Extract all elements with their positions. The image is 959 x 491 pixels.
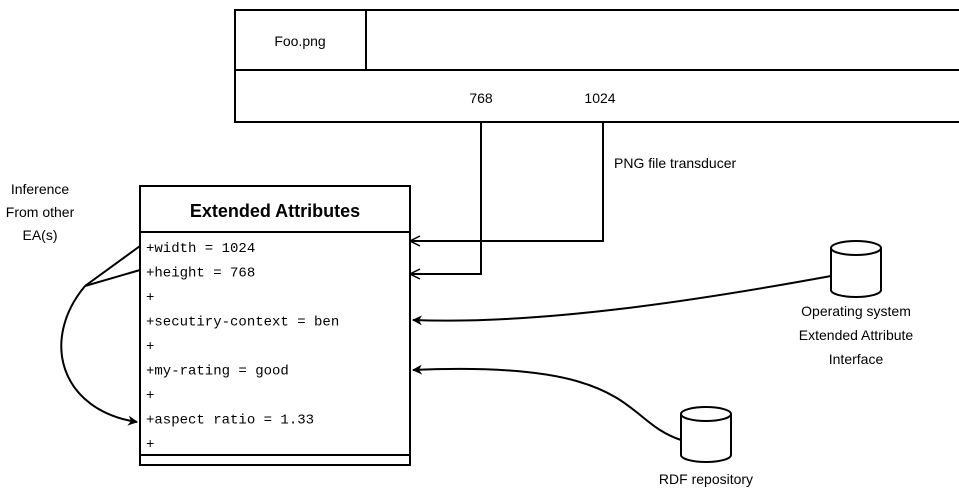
file-width-value: 1024 <box>584 90 615 106</box>
attribute-row: +aspect ratio = 1.33 <box>146 413 314 429</box>
transducer-label: PNG file transducer <box>614 155 736 171</box>
os-database-icon <box>830 240 882 298</box>
attribute-row: +height = 768 <box>146 266 255 282</box>
inference-arrows <box>60 245 141 426</box>
transducer-connectors: PNG file transducer <box>410 122 736 274</box>
attribute-row: + <box>146 388 154 404</box>
attributes-title: Extended Attributes <box>190 201 360 221</box>
attribute-row: +secutiry-context = ben <box>146 315 339 331</box>
inference-link-height <box>84 269 141 287</box>
extended-attributes-box: Extended Attributes +width = 1024 +height… <box>139 185 411 466</box>
file-tab <box>234 9 959 70</box>
width-connector <box>410 122 604 241</box>
attribute-row: + <box>146 290 154 306</box>
os-to-security-context-arrow <box>412 275 832 326</box>
os-label-line-1: Operating system <box>801 303 911 319</box>
os-ea-interface: Operating system Extended Attribute Inte… <box>412 240 914 367</box>
inference-line-2: From other <box>6 204 75 220</box>
attribute-row: + <box>146 437 154 453</box>
os-label-line-3: Interface <box>829 351 884 367</box>
rdf-to-my-rating-arrow <box>412 364 682 441</box>
attributes-rows: +width = 1024 +height = 768 + +secutiry-con… <box>146 241 339 453</box>
file-name: Foo.png <box>274 33 325 49</box>
inference-line-3: EA(s) <box>23 227 58 243</box>
rdf-repository: RDF repository <box>412 364 753 487</box>
file-height-value: 768 <box>469 90 493 106</box>
inference-note: Inference From other EA(s) <box>6 181 75 243</box>
attributes-frame <box>139 185 411 466</box>
attribute-row: +width = 1024 <box>146 241 255 257</box>
file-body <box>234 69 959 123</box>
inference-arrow-aspect-ratio <box>60 285 138 426</box>
attribute-row: +my-rating = good <box>146 364 289 380</box>
rdf-database-icon <box>680 406 732 463</box>
inference-link-width <box>84 245 141 287</box>
file-window: Foo.png 768 1024 <box>234 9 959 123</box>
inference-line-1: Inference <box>11 181 70 197</box>
os-label-line-2: Extended Attribute <box>799 327 914 343</box>
height-connector <box>410 122 482 274</box>
rdf-label: RDF repository <box>659 471 753 487</box>
attribute-row: + <box>146 339 154 355</box>
